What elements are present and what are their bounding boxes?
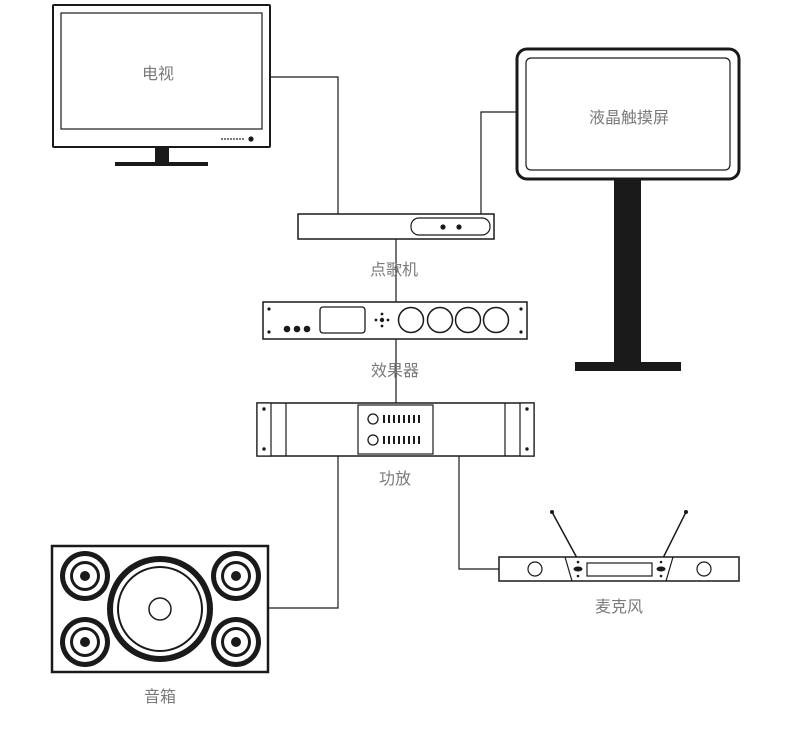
amp-screw-lb [262,447,266,451]
effects-screw-br [519,330,523,334]
amplifier-device: 功放 [256,402,535,488]
effects-knob-3 [454,306,482,334]
speakers-device: 音箱 [50,544,270,706]
amp-meter-2 [383,436,420,444]
mic-right-indicator [656,560,666,578]
line-amp-to-speakers [268,456,339,609]
speaker-woofer [107,556,213,662]
speaker-tweeter-tr [211,551,261,601]
mic-display [586,562,653,577]
amp-screw-rt [525,407,529,411]
amp-left-ear [256,402,272,457]
effects-screw-bl [267,330,271,334]
amp-meter-1 [383,415,420,423]
tv-device: 电视 [52,4,271,166]
effects-screw-tr [519,307,523,311]
effects-processor-label: 效果器 [371,361,419,380]
amp-right-ear [519,402,535,457]
mic-divider-left [564,556,573,582]
mic-divider-right [665,556,674,582]
amp-knob-2 [367,434,379,446]
tv-base [115,162,208,166]
touchscreen-base [575,362,681,371]
mic-antenna-right-tip [684,510,688,514]
tv-screen [60,12,263,130]
amp-front-panel [357,404,434,455]
speaker-tweeter-bl [60,617,110,667]
speaker-tweeter-tl [60,551,110,601]
amplifier-label: 功放 [379,469,411,488]
mic-knob-right [696,561,712,577]
karaoke-player-label: 点歌机 [370,260,418,279]
line-amp-to-mic [458,456,499,570]
speaker-tweeter-br [211,617,261,667]
amp-knob-1 [367,413,379,425]
karaoke-player-device: 点歌机 [297,213,495,279]
effects-nav-pad [374,312,390,328]
effects-screw-tl [267,307,271,311]
mic-antenna-left-tip [550,510,554,514]
touchscreen-label: 液晶触摸屏 [589,108,669,127]
effects-display [319,306,366,334]
speakers-label: 音箱 [144,687,176,706]
tv-label: 电视 [142,64,174,83]
connection-lines [268,76,517,609]
touchscreen-pole [614,178,641,364]
line-touchscreen-to-player [480,111,517,214]
tv-neck [155,147,169,162]
microphone-device: 麦克风 [498,510,740,616]
mic-antenna-left [551,511,578,559]
player-front-panel [410,217,491,236]
player-button-2 [456,224,462,230]
line-tv-to-player [270,76,339,214]
mic-knob-left [527,561,543,577]
effects-led-3 [303,325,311,333]
touchscreen-device: 液晶触摸屏 [515,47,741,371]
microphone-label: 麦克风 [595,597,643,616]
mic-antenna-right [662,511,687,559]
touchscreen-screen [525,57,731,171]
player-button-1 [440,224,446,230]
effects-knob-2 [426,306,454,334]
effects-led-1 [283,325,291,333]
amp-screw-lt [262,407,266,411]
effects-led-2 [293,325,301,333]
effects-knob-4 [482,306,510,334]
mic-left-indicator [573,560,583,578]
tv-indicator-dots [221,136,254,142]
effects-processor-device: 效果器 [262,301,528,380]
effects-knob-1 [397,306,425,334]
amp-screw-rb [525,447,529,451]
